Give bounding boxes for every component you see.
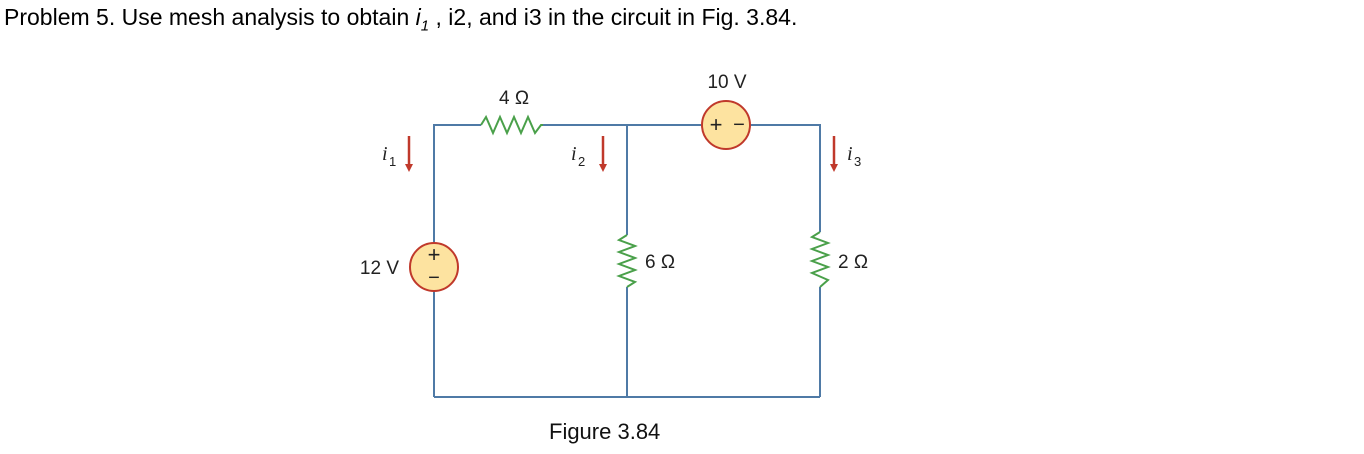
label-10v: 10 V — [707, 72, 746, 93]
current-label-i3: i 3 — [847, 143, 861, 169]
problem-i3: i3 — [523, 4, 542, 30]
wire-top-right — [751, 124, 821, 232]
source-10v-minus: − — [733, 114, 745, 136]
current-i1-symbol: i — [382, 143, 388, 165]
current-arrows — [405, 136, 838, 172]
problem-sep1: , — [429, 4, 449, 30]
problem-i2: i2 — [448, 4, 467, 30]
resistor-4-ohm — [480, 114, 543, 136]
wire-top-left — [433, 124, 481, 243]
problem-i1-symbol: i — [415, 4, 421, 30]
source-10v-plus: + — [710, 112, 723, 137]
source-12v-minus: − — [428, 267, 440, 289]
label-6-ohm: 6 Ω — [645, 252, 675, 273]
label-12v: 12 V — [360, 258, 399, 279]
resistor-2-ohm — [809, 231, 831, 288]
current-i3-subscript: 3 — [854, 154, 861, 169]
current-label-i1: i 1 — [382, 143, 396, 169]
problem-i1-subscript: 1 — [420, 17, 430, 35]
wires — [433, 124, 821, 398]
problem-i1: i1 — [415, 4, 429, 35]
problem-text-prefix: Problem 5. Use mesh analysis to obtain — [4, 4, 416, 30]
current-i2-subscript: 2 — [578, 154, 585, 169]
current-i1-subscript: 1 — [389, 154, 396, 169]
problem-sep2: , and — [466, 4, 524, 30]
current-label-i2: i 2 — [571, 143, 585, 169]
current-i3-symbol: i — [847, 143, 853, 165]
source-12v-plus: + — [428, 242, 441, 267]
resistor-6-ohm — [616, 234, 638, 288]
voltage-source-12v: + − — [409, 242, 459, 292]
current-i2-symbol: i — [571, 143, 577, 165]
problem-statement: Problem 5. Use mesh analysis to obtain i… — [4, 4, 797, 35]
label-4-ohm: 4 Ω — [499, 88, 529, 109]
voltage-source-10v: + − — [701, 100, 751, 150]
problem-text-suffix: in the circuit in Fig. 3.84. — [541, 4, 798, 30]
figure-caption: Figure 3.84 — [549, 419, 661, 444]
label-2-ohm: 2 Ω — [838, 252, 868, 273]
